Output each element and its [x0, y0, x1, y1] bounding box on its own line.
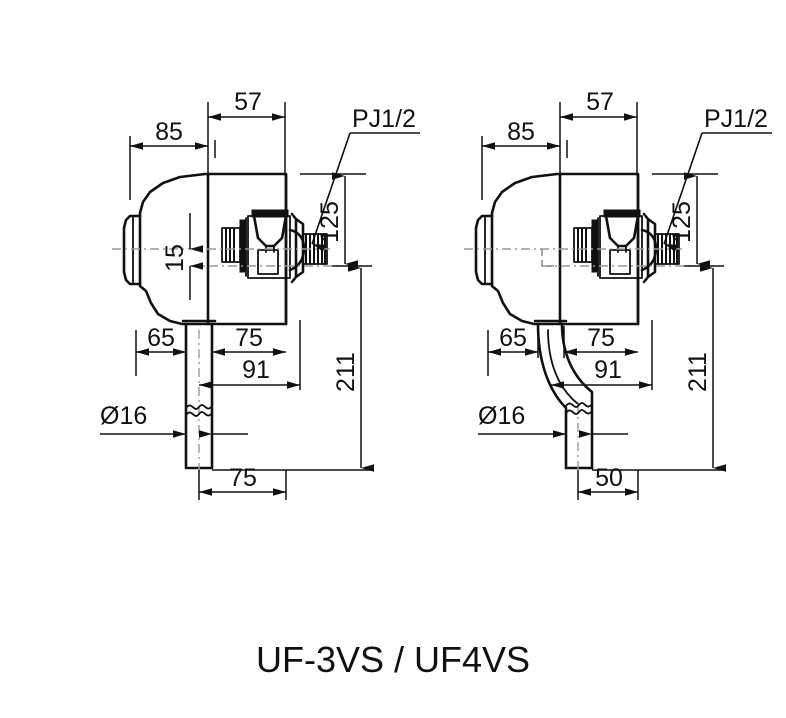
left-centerlines: [112, 248, 340, 267]
right-dim-d16: Ø16: [478, 402, 628, 438]
dim-label-15: 15: [161, 244, 189, 272]
left-valve-body-outline: [122, 172, 288, 326]
right-dim-125: 125: [652, 172, 724, 268]
left-view-group: 85 57 15 PJ1/2 125: [100, 88, 420, 500]
left-dim-15: 15: [161, 213, 203, 300]
dim-label-75-mid-right: 75: [587, 324, 615, 352]
left-thread-callout: PJ1/2: [311, 105, 420, 252]
dim-label-d16-right: Ø16: [478, 402, 525, 430]
left-spout-straight: [181, 319, 217, 476]
drawing-title: UF-3VS / UF4VS: [256, 639, 530, 680]
left-dim-65: 65: [135, 324, 187, 376]
left-dim-57: 57: [208, 88, 286, 176]
left-dim-75-mid: 75: [211, 324, 286, 358]
right-dim-211: 211: [592, 264, 726, 472]
thread-label-left: PJ1/2: [352, 105, 416, 133]
dim-label-65-right: 65: [499, 324, 527, 352]
left-dim-85: 85: [129, 102, 216, 200]
dim-label-75-bottom: 75: [229, 464, 257, 492]
dim-label-65: 65: [147, 324, 175, 352]
dim-label-125-right: 125: [668, 201, 696, 243]
dim-label-85-right: 85: [507, 118, 535, 146]
dim-label-50-bottom: 50: [595, 464, 623, 492]
dim-label-75-mid: 75: [235, 324, 263, 352]
left-dim-d16: Ø16: [100, 402, 248, 438]
dim-label-91-right: 91: [594, 356, 622, 384]
right-thread-callout: PJ1/2: [663, 105, 772, 252]
right-dim-65: 65: [487, 324, 539, 376]
left-valve-assembly: [221, 209, 328, 284]
left-dim-75-bottom: 75: [198, 464, 287, 500]
dim-label-57-right: 57: [586, 88, 614, 116]
right-valve-assembly: [573, 209, 680, 284]
dim-label-91: 91: [242, 356, 270, 384]
dim-label-d16: Ø16: [100, 402, 147, 430]
thread-label-right: PJ1/2: [704, 105, 768, 133]
dim-label-85: 85: [155, 118, 183, 146]
right-dim-91: 91: [551, 320, 653, 390]
dim-label-211-right: 211: [684, 352, 712, 392]
dim-label-125: 125: [316, 201, 344, 243]
right-dim-85: 85: [481, 102, 568, 200]
right-dim-57: 57: [560, 88, 638, 176]
right-valve-body-outline: [474, 172, 640, 326]
dim-label-211: 211: [332, 352, 360, 392]
left-dim-91: 91: [199, 320, 301, 390]
left-dim-211: 211: [212, 264, 374, 472]
right-centerlines: [464, 248, 692, 267]
dim-label-57: 57: [234, 88, 262, 116]
right-view-group: 85 57 PJ1/2 125 211: [464, 88, 772, 500]
right-dim-50-bottom: 50: [577, 464, 639, 500]
right-dim-75-mid: 75: [563, 324, 638, 358]
